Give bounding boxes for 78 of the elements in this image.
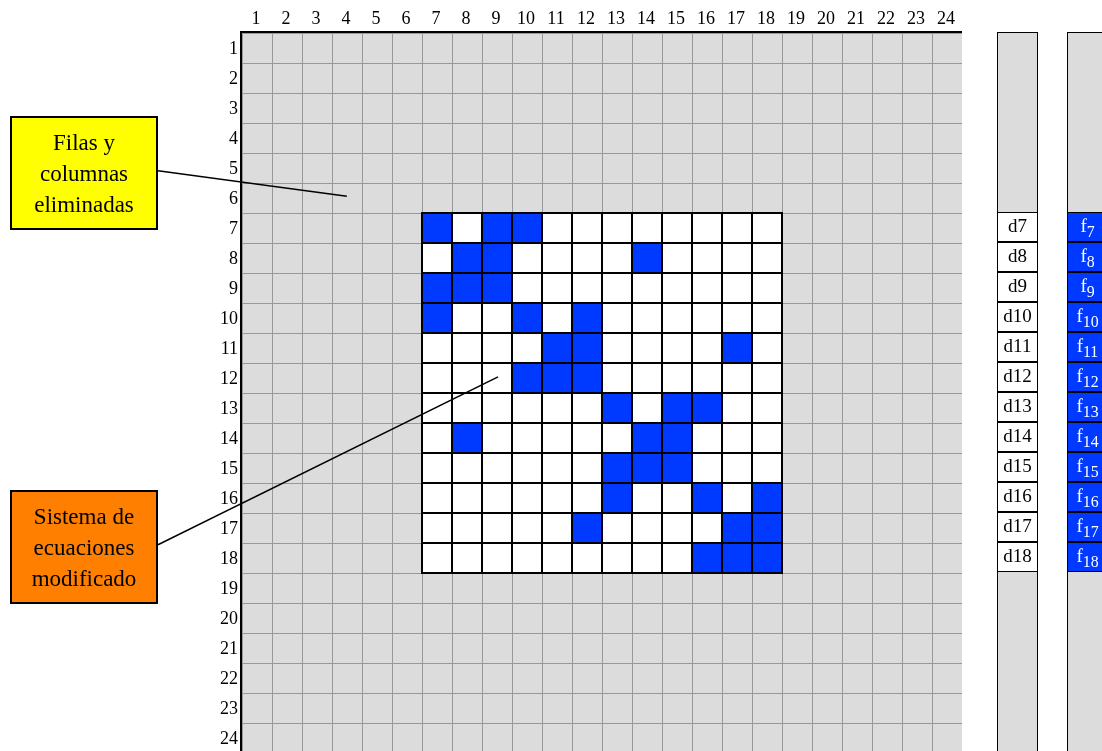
vector-entry: f$_{8}$ (1067, 242, 1102, 272)
vector-entry: f$_{14}$ (1067, 422, 1102, 452)
column-number: 8 (460, 7, 472, 30)
column-number: 3 (310, 7, 322, 30)
leader-line (157, 169, 348, 198)
vector-entry: f$_{18}$ (1067, 542, 1102, 572)
vector-entry: d13 (997, 392, 1038, 422)
row-number: 11 (220, 337, 238, 360)
row-number: 4 (229, 127, 238, 150)
row-number: 8 (229, 247, 238, 270)
column-number: 22 (876, 7, 896, 30)
row-number: 16 (220, 487, 238, 510)
column-number: 14 (636, 7, 656, 30)
column-number: 15 (666, 7, 686, 30)
vector-entry: d15 (997, 452, 1038, 482)
column-number: 16 (696, 7, 716, 30)
row-number: 22 (220, 667, 238, 690)
vector-entry: f$_{10}$ (1067, 302, 1102, 332)
row-number: 13 (220, 397, 238, 420)
vector-entry: d12 (997, 362, 1038, 392)
vector-entry: f$_{17}$ (1067, 512, 1102, 542)
vector-entry: f$_{7}$ (1067, 212, 1102, 242)
eliminated-area (240, 31, 962, 751)
column-number: 24 (936, 7, 956, 30)
row-number: 7 (229, 217, 238, 240)
vector-entry: d17 (997, 512, 1038, 542)
matrix-block (421, 212, 783, 574)
column-number: 17 (726, 7, 746, 30)
row-number: 17 (220, 517, 238, 540)
row-number: 3 (229, 97, 238, 120)
vector-entry: f$_{13}$ (1067, 392, 1102, 422)
column-number: 20 (816, 7, 836, 30)
row-number: 12 (220, 367, 238, 390)
column-number: 19 (786, 7, 806, 30)
column-number: 4 (340, 7, 352, 30)
column-number: 1 (250, 7, 262, 30)
column-number: 5 (370, 7, 382, 30)
row-number: 1 (229, 37, 238, 60)
column-number: 11 (546, 7, 566, 30)
vector-entry: d16 (997, 482, 1038, 512)
callout-box: Sistema de ecuaciones modificado (10, 490, 158, 604)
vector-entry: d10 (997, 302, 1038, 332)
vector-entry: d18 (997, 542, 1038, 572)
row-number: 5 (229, 157, 238, 180)
vector-entry: d7 (997, 212, 1038, 242)
row-number: 6 (229, 187, 238, 210)
row-number: 19 (220, 577, 238, 600)
column-number: 18 (756, 7, 776, 30)
vector-entry: f$_{15}$ (1067, 452, 1102, 482)
row-number: 18 (220, 547, 238, 570)
row-number: 10 (220, 307, 238, 330)
column-number: 2 (280, 7, 292, 30)
vector-entry: f$_{12}$ (1067, 362, 1102, 392)
column-number: 12 (576, 7, 596, 30)
row-number: 14 (220, 427, 238, 450)
row-number: 20 (220, 607, 238, 630)
vector-entry: d9 (997, 272, 1038, 302)
vector-entry: d14 (997, 422, 1038, 452)
column-number: 6 (400, 7, 412, 30)
vector-entry: d11 (997, 332, 1038, 362)
row-number: 2 (229, 67, 238, 90)
vector-entry: f$_{9}$ (1067, 272, 1102, 302)
column-number: 21 (846, 7, 866, 30)
column-number: 9 (490, 7, 502, 30)
vector-entry: f$_{16}$ (1067, 482, 1102, 512)
row-number: 21 (220, 637, 238, 660)
column-number: 13 (606, 7, 626, 30)
row-number: 9 (229, 277, 238, 300)
row-number: 24 (220, 727, 238, 750)
row-number: 23 (220, 697, 238, 720)
column-number: 10 (516, 7, 536, 30)
column-number: 23 (906, 7, 926, 30)
vector-entry: f$_{11}$ (1067, 332, 1102, 362)
leader-line (157, 376, 499, 546)
vector-entry: d8 (997, 242, 1038, 272)
row-number: 15 (220, 457, 238, 480)
column-number: 7 (430, 7, 442, 30)
callout-box: Filas y columnas eliminadas (10, 116, 158, 230)
